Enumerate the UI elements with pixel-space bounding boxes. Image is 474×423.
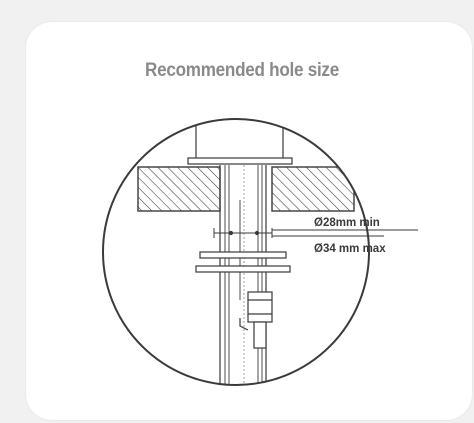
nut xyxy=(239,291,273,349)
countertop xyxy=(137,166,355,212)
leader-lines xyxy=(272,229,418,237)
min-hole-label: Ø28mm min xyxy=(314,217,380,229)
tap-body xyxy=(187,119,293,165)
diagram-card xyxy=(26,22,472,420)
max-hole-label: Ø34 mm max xyxy=(314,243,386,255)
mounting-shank xyxy=(219,165,267,385)
hole-dimension-marks xyxy=(213,228,273,238)
diagram-title: Recommended hole size xyxy=(145,60,339,81)
magnified-view xyxy=(137,119,355,385)
magnifier-circle xyxy=(102,118,370,386)
washers xyxy=(195,251,291,273)
